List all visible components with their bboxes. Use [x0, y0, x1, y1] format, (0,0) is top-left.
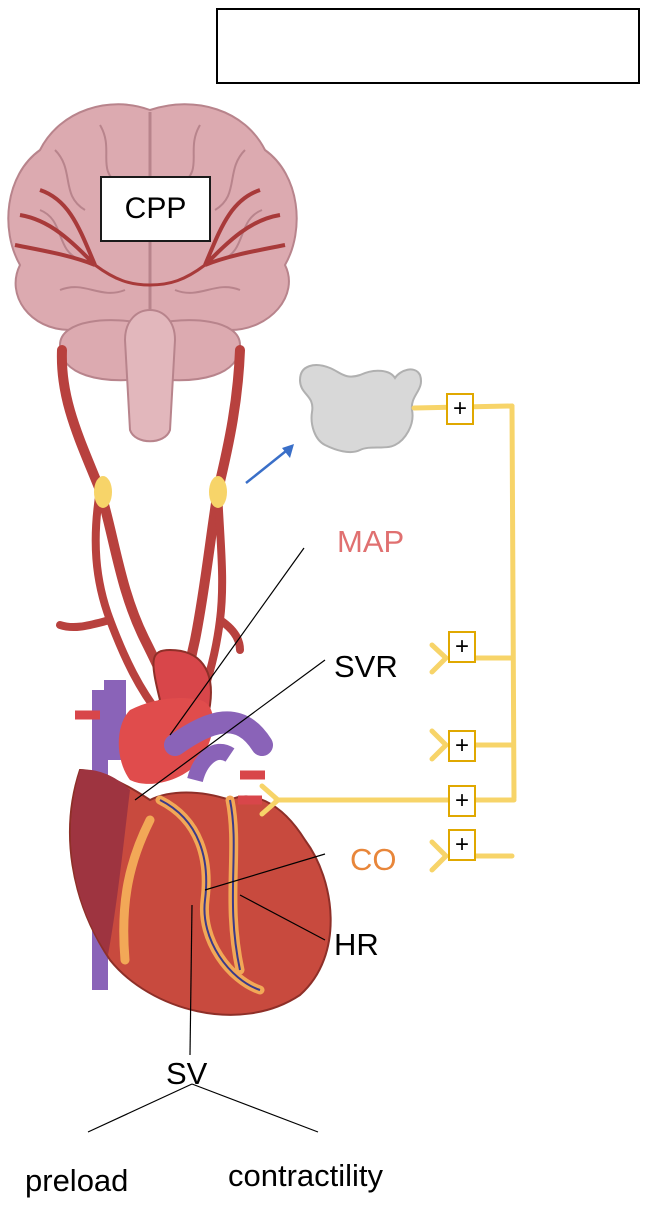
heart-illustration — [70, 650, 331, 1015]
plus-box-sv: + — [448, 785, 476, 817]
preload-label: preload — [25, 1165, 128, 1196]
baroreceptor-left — [94, 476, 112, 508]
cpp-label-box: CPP — [100, 176, 211, 242]
plus-box-co: + — [448, 829, 476, 861]
plus-box-svr: + — [448, 631, 476, 663]
medulla-nucleus-icon — [300, 365, 421, 452]
hr-label: HR — [334, 929, 379, 960]
title-box — [216, 8, 640, 84]
sv-label: SV — [166, 1058, 207, 1089]
contractility-label: contractility — [228, 1160, 383, 1191]
co-label: CO — [350, 844, 397, 875]
arrow-icon — [246, 444, 294, 483]
brain-illustration — [8, 104, 296, 441]
svr-label: SVR — [334, 651, 398, 682]
plus-box-hr: + — [448, 730, 476, 762]
plus-box-medulla: + — [446, 393, 474, 425]
cpp-label: CPP — [125, 192, 187, 226]
map-label: MAP — [337, 526, 404, 557]
baroreceptor-right — [209, 476, 227, 508]
nerve-pathway — [262, 406, 514, 870]
